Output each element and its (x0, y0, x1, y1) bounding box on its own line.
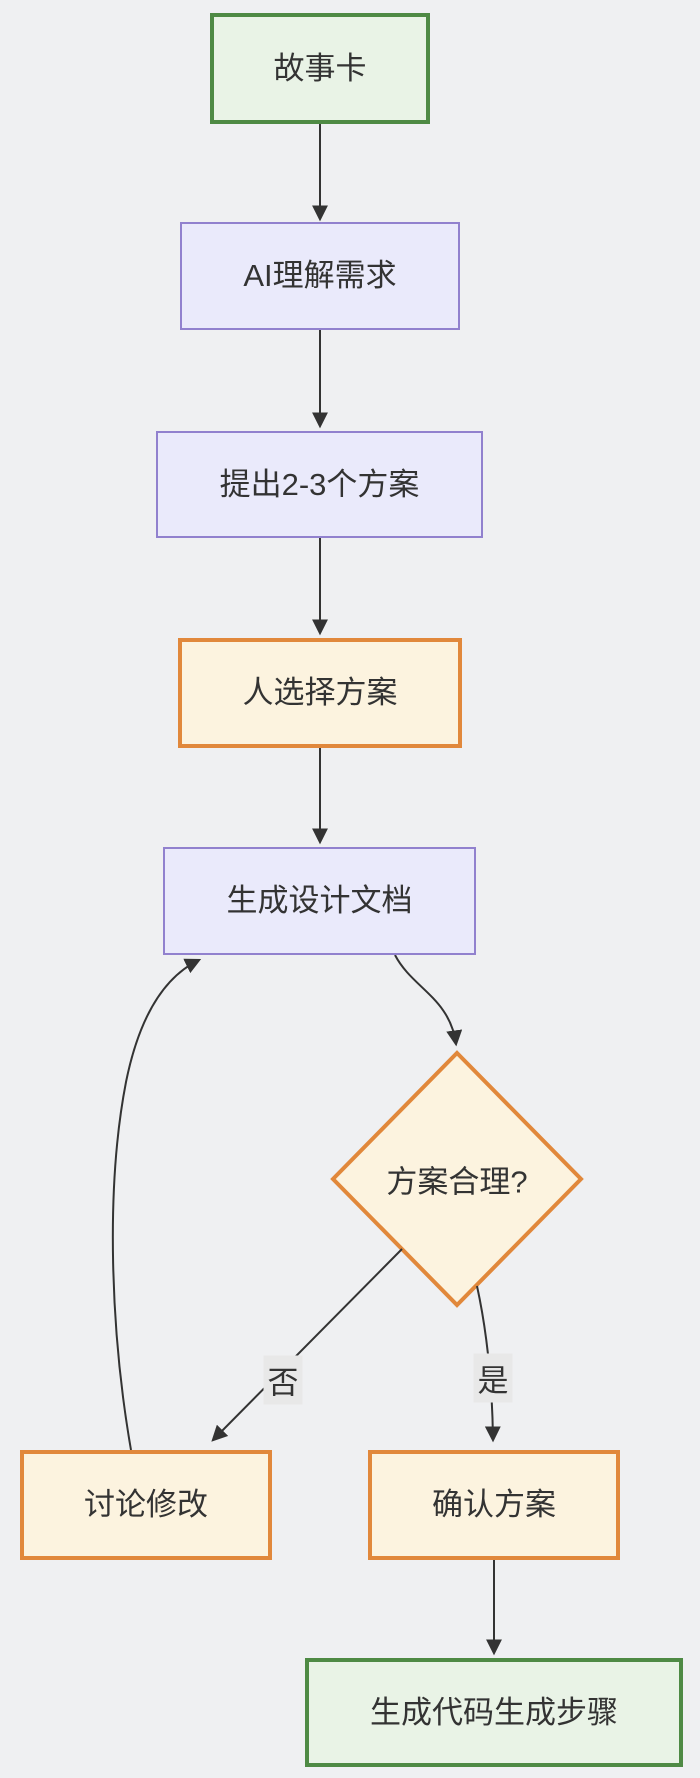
node-label: AI理解需求 (243, 258, 397, 294)
edge-label-yes: 是 (473, 1353, 513, 1403)
node-story-card: 故事卡 (210, 13, 430, 124)
node-label: 故事卡 (273, 50, 367, 86)
edge-decision-to-discuss-no (211, 1248, 403, 1442)
node-generate-design-doc: 生成设计文档 (163, 847, 476, 955)
edge-discuss-loop-to-gendoc (111, 958, 202, 1451)
edge-gendoc-to-decision (394, 954, 463, 1047)
node-ai-understand: AI理解需求 (180, 222, 460, 330)
edge-label-no: 否 (263, 1355, 303, 1405)
node-label: 确认方案 (432, 1487, 556, 1523)
node-human-select-option: 人选择方案 (178, 638, 462, 748)
node-propose-2-3-options: 提出2-3个方案 (156, 431, 483, 538)
node-label: 生成设计文档 (226, 883, 413, 919)
decision-diamond-shape (330, 1050, 584, 1308)
node-confirm-plan: 确认方案 (368, 1450, 620, 1560)
node-label: 讨论修改 (84, 1487, 208, 1523)
node-label: 人选择方案 (242, 675, 398, 711)
node-discuss-modify: 讨论修改 (20, 1450, 272, 1560)
node-label: 生成代码生成步骤 (370, 1694, 618, 1730)
node-label: 提出2-3个方案 (219, 466, 420, 502)
node-generate-code-steps: 生成代码生成步骤 (305, 1658, 683, 1767)
node-decision-plan-reasonable-label: 方案合理? (386, 1164, 528, 1200)
